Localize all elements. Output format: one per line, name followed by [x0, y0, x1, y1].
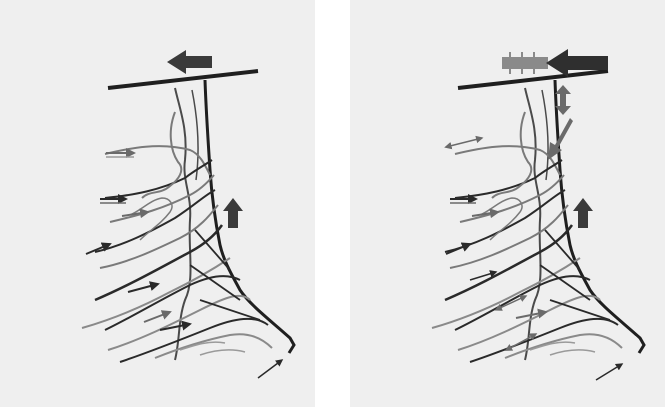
ghost-arrow-body: [502, 57, 548, 69]
panel-right: [350, 0, 665, 407]
panel-left: [0, 0, 315, 407]
panel-right-drawing: [350, 0, 665, 407]
panel-left-drawing: [0, 0, 315, 407]
panel-left-background: [0, 0, 315, 407]
